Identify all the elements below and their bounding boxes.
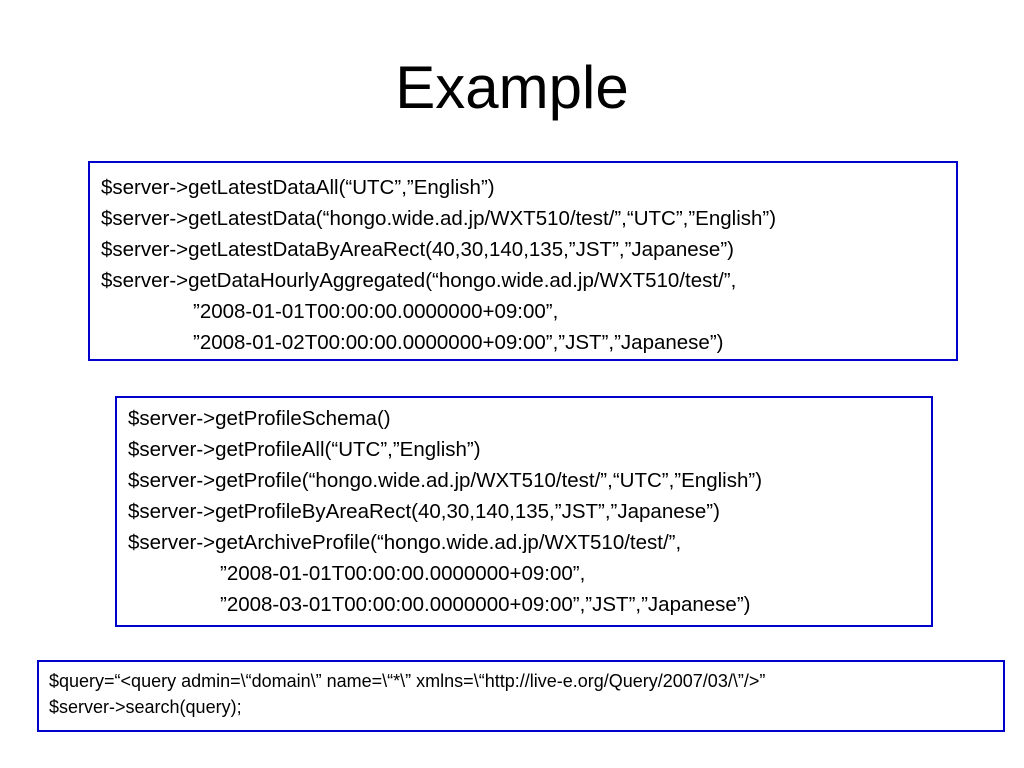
code-line: $server->getProfileAll(“UTC”,”English”) bbox=[128, 438, 481, 461]
code-line: ”2008-01-01T00:00:00.0000000+09:00”, bbox=[193, 300, 559, 323]
code-line: ”2008-01-01T00:00:00.0000000+09:00”, bbox=[220, 562, 586, 585]
code-line: $server->search(query); bbox=[49, 697, 242, 717]
code-line: $server->getProfileSchema() bbox=[128, 407, 391, 430]
code-box-query: $query=“<query admin=\“domain\” name=\“*… bbox=[37, 660, 1005, 732]
code-line: ”2008-03-01T00:00:00.0000000+09:00”,”JST… bbox=[220, 593, 751, 616]
code-box-latest-data: $server->getLatestDataAll(“UTC”,”English… bbox=[88, 161, 958, 361]
code-line: $server->getProfile(“hongo.wide.ad.jp/WX… bbox=[128, 469, 763, 492]
code-line: $server->getLatestData(“hongo.wide.ad.jp… bbox=[101, 207, 777, 230]
code-line: $server->getLatestDataByAreaRect(40,30,1… bbox=[101, 238, 734, 261]
code-line: $server->getLatestDataAll(“UTC”,”English… bbox=[101, 176, 495, 199]
code-line: $server->getArchiveProfile(“hongo.wide.a… bbox=[128, 531, 682, 554]
slide-title: Example bbox=[395, 54, 629, 121]
code-box-profile: $server->getProfileSchema() $server->get… bbox=[115, 396, 933, 627]
code-line: ”2008-01-02T00:00:00.0000000+09:00”,”JST… bbox=[193, 331, 724, 354]
code-line: $query=“<query admin=\“domain\” name=\“*… bbox=[49, 671, 766, 691]
code-line: $server->getDataHourlyAggregated(“hongo.… bbox=[101, 269, 737, 292]
code-line: $server->getProfileByAreaRect(40,30,140,… bbox=[128, 500, 720, 523]
